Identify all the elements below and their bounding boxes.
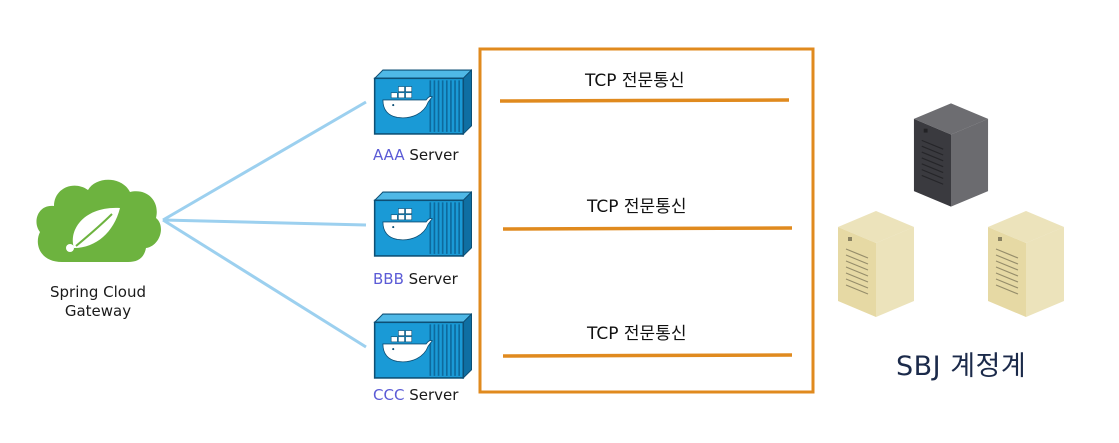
gateway-label: Spring Cloud Gateway xyxy=(38,283,158,321)
server-suffix: Server xyxy=(404,146,459,164)
server-prefix: AAA xyxy=(373,146,405,164)
gateway-label-line2: Gateway xyxy=(64,302,132,320)
tcp-lines xyxy=(499,98,793,358)
tcp-line-2 xyxy=(502,226,793,231)
server-prefix: CCC xyxy=(373,386,405,404)
server-label-aaa: AAA Server xyxy=(373,146,459,164)
docker-container-icon-ccc xyxy=(373,313,472,379)
dark-server-icon xyxy=(913,102,989,208)
server-suffix: Server xyxy=(403,270,458,288)
gateway-connectors xyxy=(162,100,367,349)
docker-container-icon-bbb xyxy=(373,191,472,257)
gateway-label-line1: Spring Cloud xyxy=(49,283,147,301)
server-prefix: BBB xyxy=(373,270,404,288)
connector-ccc xyxy=(162,218,367,349)
tcp-line-1 xyxy=(499,98,790,103)
tcp-label-2: TCP 전문통신 xyxy=(587,197,687,217)
server-suffix: Server xyxy=(404,386,459,404)
beige-server-icon-right xyxy=(987,210,1065,318)
tcp-line-3 xyxy=(502,353,793,358)
tcp-box xyxy=(478,47,815,394)
server-label-bbb: BBB Server xyxy=(373,270,458,288)
tcp-label-1: TCP 전문통신 xyxy=(585,71,685,91)
spring-cloud-icon xyxy=(36,179,161,262)
docker-container-icon-aaa xyxy=(373,69,472,135)
system-label: SBJ 계정계 xyxy=(896,351,1027,382)
tcp-label-3: TCP 전문통신 xyxy=(587,324,687,344)
connector-bbb xyxy=(162,218,367,227)
beige-server-icon-left xyxy=(837,210,915,318)
connector-aaa xyxy=(162,100,367,222)
server-label-ccc: CCC Server xyxy=(373,386,458,404)
